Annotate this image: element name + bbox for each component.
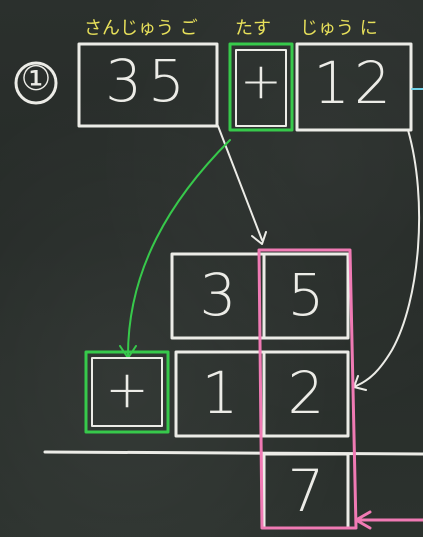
answer-line	[45, 452, 423, 454]
column-bottom-ones: 2	[264, 364, 348, 422]
arrow-12-down	[356, 130, 419, 386]
column-top-tens: 3	[172, 266, 264, 324]
column-bottom-tens: 1	[176, 364, 264, 422]
expression-right: 12	[297, 54, 411, 112]
arrow-35-down	[218, 126, 262, 240]
expression-left: 35	[79, 52, 217, 110]
problem-number: ①	[14, 62, 58, 96]
column-operator: +	[92, 364, 162, 416]
reading-op: たす	[235, 20, 271, 38]
reading-left: さんじゅう ご	[84, 20, 198, 38]
reading-right: じゅう に	[300, 20, 378, 38]
column-result-ones: 7	[264, 462, 348, 520]
column-top-ones: 5	[264, 266, 348, 324]
expression-operator: +	[236, 56, 286, 106]
